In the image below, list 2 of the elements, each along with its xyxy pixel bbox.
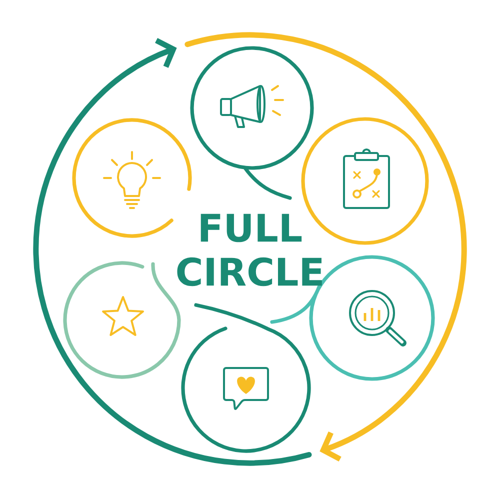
circle — [301, 117, 429, 245]
title: FULL CIRCLE — [177, 214, 322, 286]
